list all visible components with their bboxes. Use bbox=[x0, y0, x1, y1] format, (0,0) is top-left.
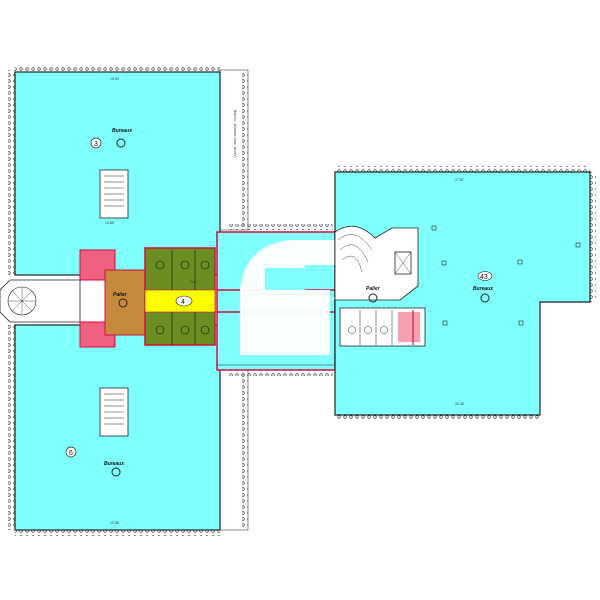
railing bbox=[228, 370, 333, 376]
railing bbox=[590, 172, 596, 302]
railing bbox=[242, 372, 248, 528]
stair-tower-left bbox=[0, 279, 81, 323]
landing-left: Palier bbox=[104, 269, 146, 336]
railing bbox=[335, 166, 590, 172]
dimension: 19.63 bbox=[110, 77, 119, 81]
room-label: Bureaux bbox=[104, 461, 124, 467]
railing bbox=[335, 415, 540, 421]
landing-label: Palier bbox=[113, 292, 128, 298]
landing-label: Palier bbox=[366, 286, 381, 292]
wc-label: W.C. bbox=[190, 280, 198, 284]
railing bbox=[228, 224, 333, 230]
room-4-corridor: 4 bbox=[144, 289, 216, 313]
railing bbox=[15, 66, 220, 72]
room-label: Bureaux bbox=[473, 286, 493, 292]
room-label: Bureaux bbox=[112, 128, 132, 134]
room-3-offices: 19.63 3 Bureaux 14.85 bbox=[14, 71, 221, 276]
dimension: 20.45 bbox=[455, 402, 464, 406]
dimension: 14.85 bbox=[105, 221, 114, 225]
balcony-label: Balcon - terrasse (inac. techn.) bbox=[233, 110, 237, 158]
room-number: 3 bbox=[94, 141, 98, 148]
room-6-offices: 6 Bureaux 13.88 bbox=[14, 324, 221, 531]
room-number: 43 bbox=[480, 274, 488, 281]
dimension: 17.87 bbox=[455, 178, 464, 182]
balcony-left-bottom bbox=[8, 325, 16, 530]
dimension: 13.88 bbox=[110, 521, 119, 525]
room-number: 4 bbox=[181, 299, 185, 306]
balcony-left-top bbox=[8, 70, 16, 275]
railing bbox=[242, 72, 248, 228]
stair-core-right: Palier bbox=[334, 225, 426, 347]
room-number: 6 bbox=[69, 450, 73, 457]
railing bbox=[15, 530, 220, 536]
